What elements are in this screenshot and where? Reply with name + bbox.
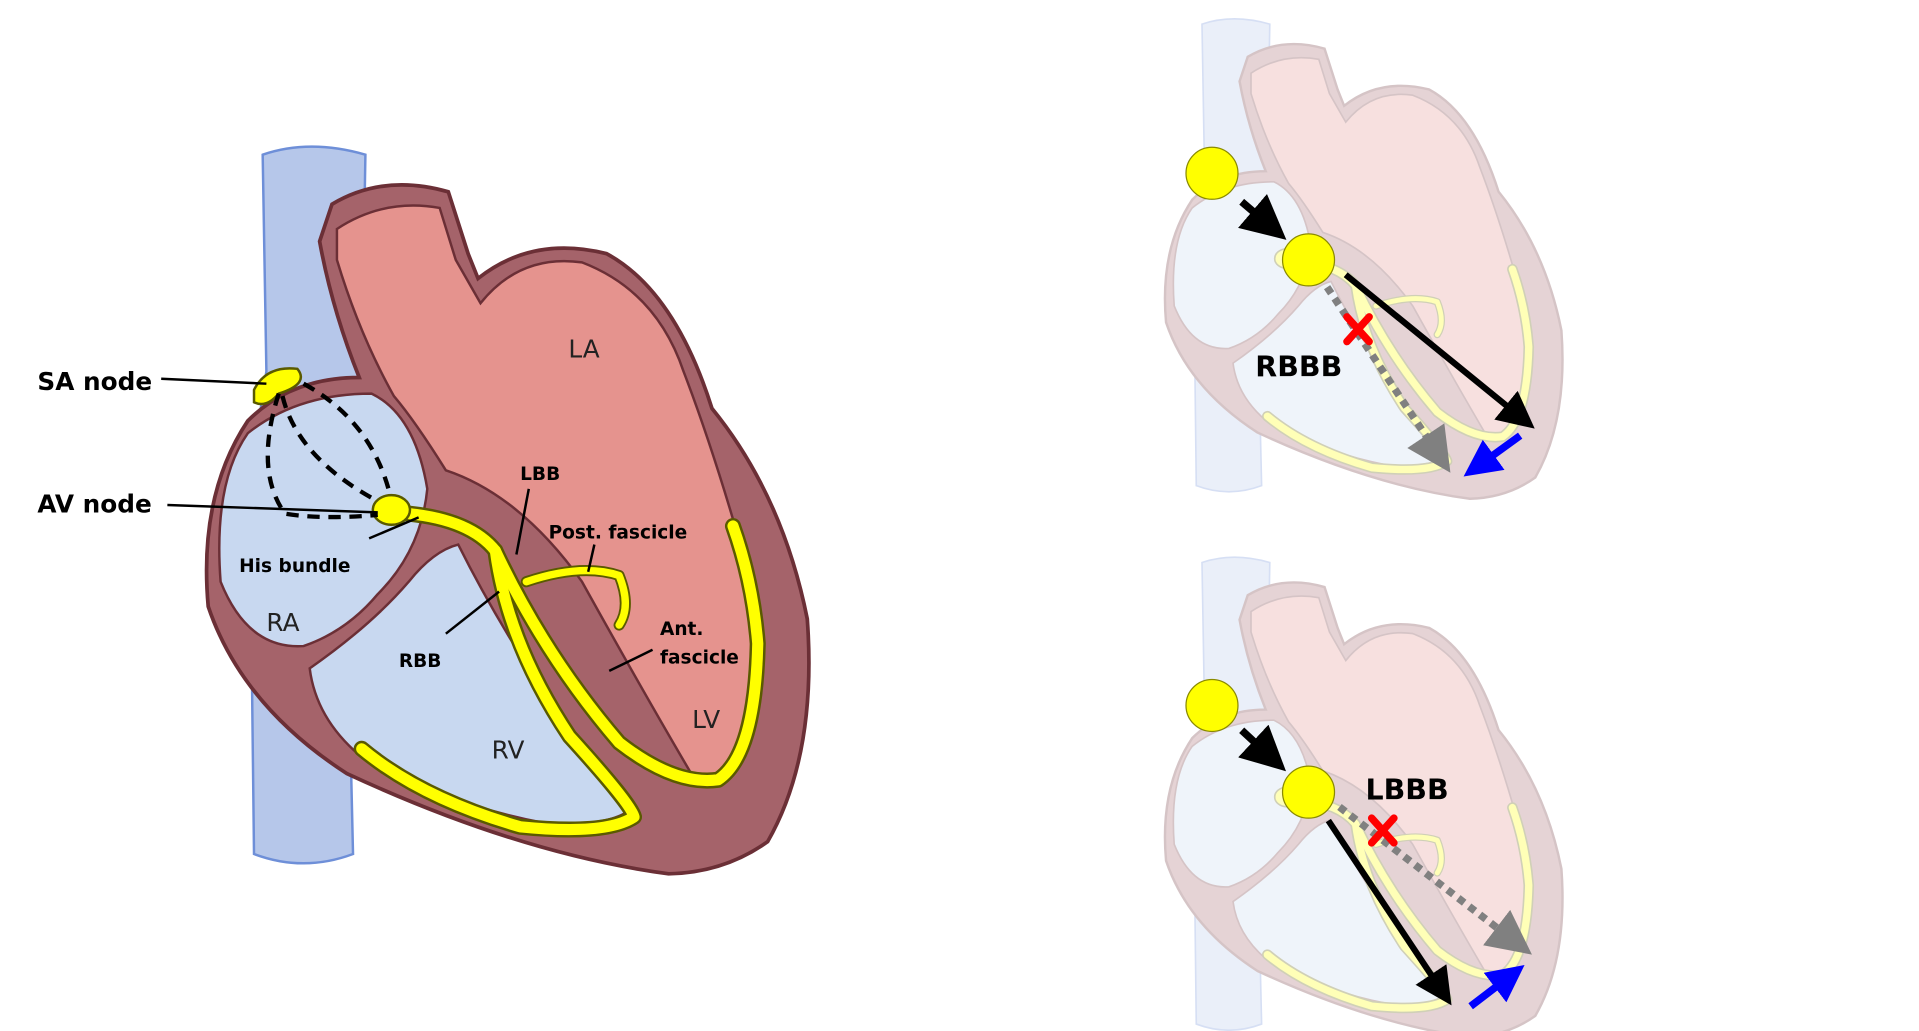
block-x-icon — [1343, 313, 1373, 346]
label-rv: RV — [492, 736, 525, 765]
label-lv: LV — [692, 705, 720, 734]
internodal-pathways — [265, 381, 393, 520]
label-ra: RA — [266, 608, 299, 637]
left-activation-arrow — [1343, 272, 1535, 429]
sa-av-arrow — [1238, 193, 1287, 240]
sa-av-arrow — [1238, 724, 1287, 772]
block-x-icon — [1367, 814, 1398, 847]
label-post-fascicle: Post. fascicle — [549, 522, 688, 543]
right-activation-arrow — [1325, 818, 1452, 1006]
lbbb-panel: LBBB — [1165, 557, 1563, 1031]
label-av-node: AV node — [37, 489, 151, 518]
rbbb-label: RBBB — [1255, 350, 1342, 383]
sa-node-marker — [1185, 678, 1239, 733]
net-vector-arrow — [1463, 432, 1523, 477]
delayed-left-arrow — [1337, 804, 1532, 955]
heart-anatomy-main: SA node AV node His bundle LBB RBB Post.… — [37, 147, 808, 874]
label-la: LA — [568, 335, 599, 364]
lbbb-label: LBBB — [1365, 774, 1448, 807]
sa-node-marker — [1185, 146, 1239, 200]
leader-lines — [161, 377, 654, 672]
label-his-bundle: His bundle — [239, 556, 350, 577]
av-node-marker — [1281, 233, 1336, 287]
label-ant-fascicle-1: Ant. — [660, 619, 703, 640]
label-lbb: LBB — [520, 464, 560, 485]
av-node-marker — [1281, 765, 1336, 819]
net-vector-arrow — [1468, 965, 1525, 1010]
label-rbb: RBB — [399, 651, 442, 672]
label-ant-fascicle-2: fascicle — [660, 647, 739, 668]
label-sa-node: SA node — [37, 367, 152, 396]
rbbb-panel: RBBB — [1165, 19, 1563, 499]
